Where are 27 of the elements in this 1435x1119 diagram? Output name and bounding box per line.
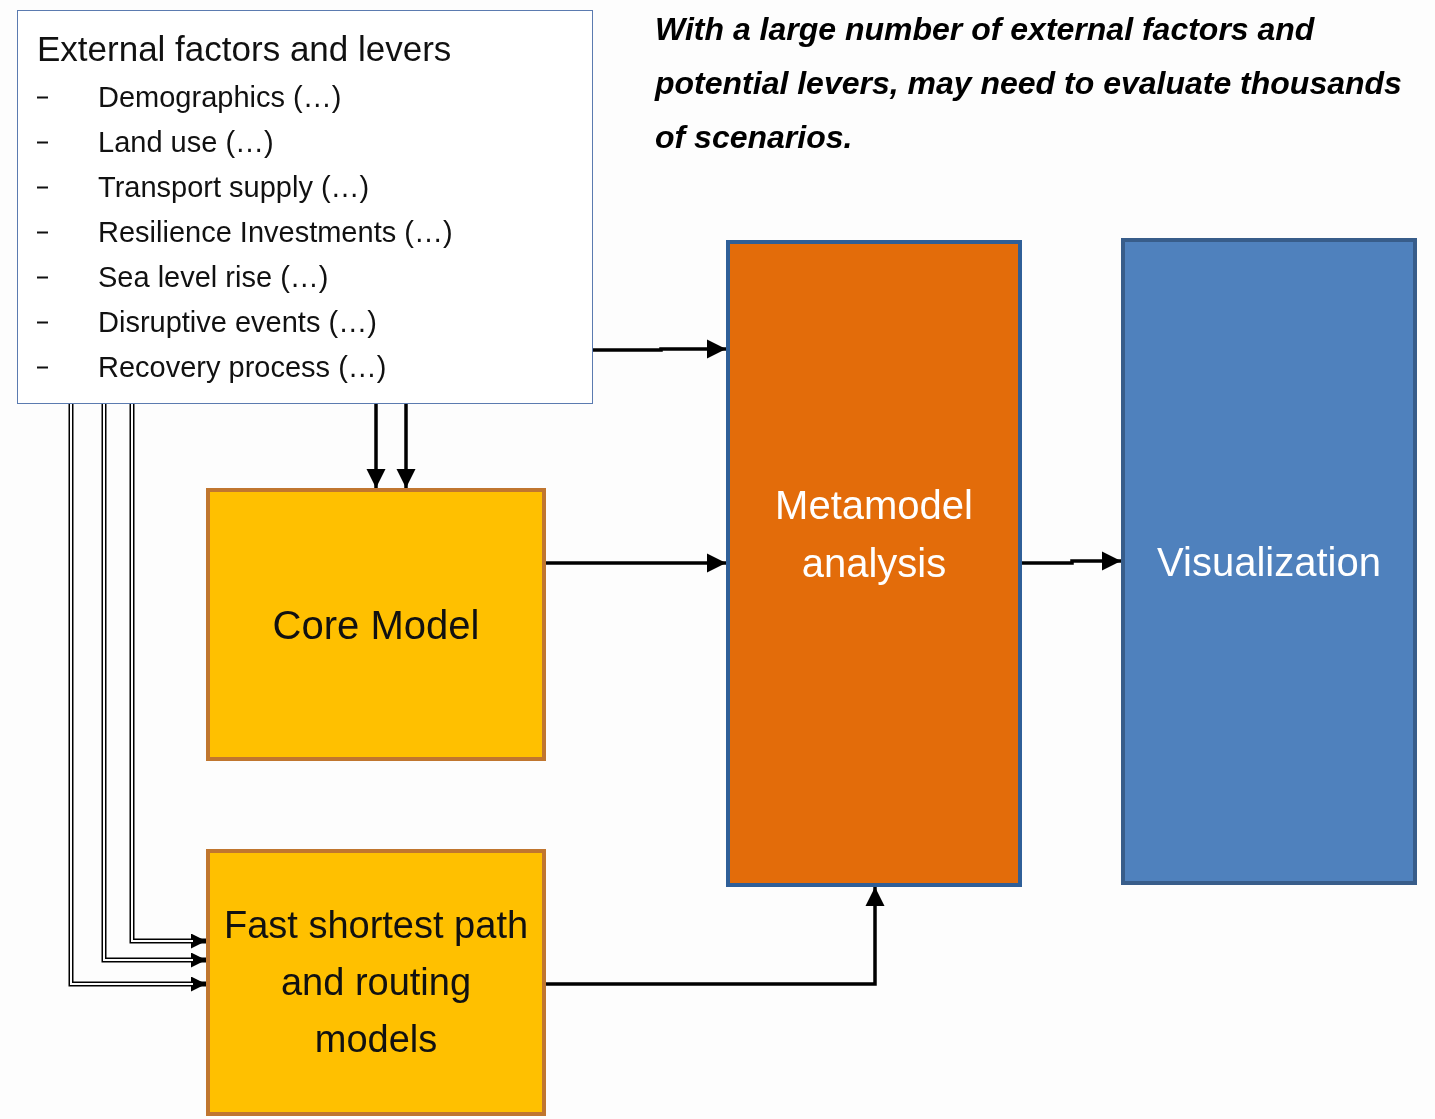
factor-list-box [17,10,593,404]
list-item: Sea level rise (…) [98,261,329,294]
arrow [593,339,726,359]
process-box [726,240,1022,887]
arrow [1022,551,1121,571]
list-item: Disruptive events (…) [98,306,377,339]
box-label: Fast shortest path and routing models [222,903,530,1062]
process-box [206,488,546,761]
box-label: Core Model [272,601,480,649]
box-label: Visualization [1157,538,1381,586]
process-box [206,849,546,1116]
list-heading: External factors and levers [37,28,453,70]
arrow [396,404,416,488]
box-label: Metamodel analysis [774,481,974,587]
list-item: Demographics (…) [98,81,342,114]
arrow [68,404,206,992]
arrow [101,404,206,968]
list-item: Resilience Investments (…) [98,216,453,249]
arrow [129,404,206,949]
arrow [366,404,386,488]
list-item: Recovery process (…) [98,351,387,384]
note-text: With a large number of external factors and potential levers, may need to evaluate thousands of scenarios. [655,10,1403,157]
list-item: Land use (…) [98,126,274,159]
process-box [1121,238,1417,885]
list-item: Transport supply (…) [98,171,370,204]
arrow [546,887,885,986]
arrow [546,553,726,573]
